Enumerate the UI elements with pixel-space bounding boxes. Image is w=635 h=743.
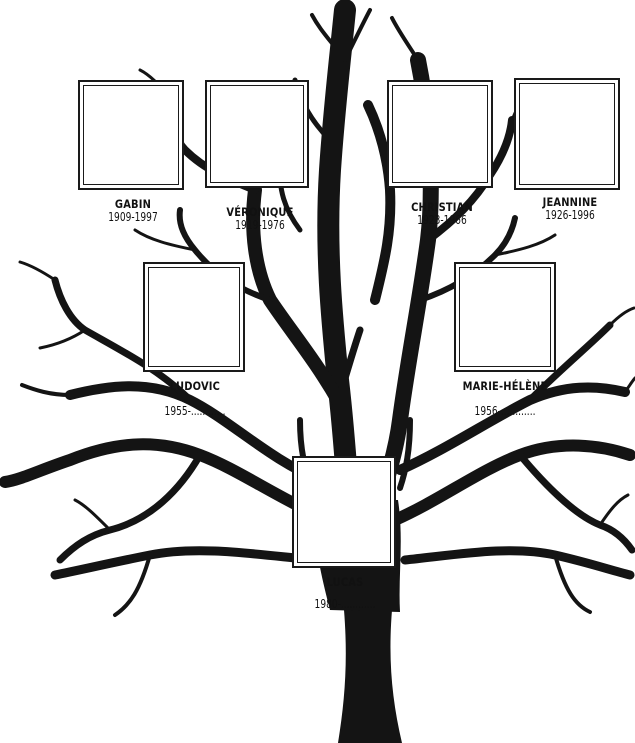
person-label-ludovic: LUDOVIC 1955-............ [140,380,250,419]
photo-frame-christian [387,80,493,188]
person-label-gabin: GABIN 1909-1997 [88,198,178,225]
person-name: MARIE-HÉLÈNE [449,380,561,393]
person-dates: 1956-............ [450,405,559,419]
person-label-marie-helene: MARIE-HÉLÈNE 1956-............ [440,380,570,419]
person-name: LUCAS [298,576,393,589]
photo-frame-gabin [78,80,184,190]
person-dates: 1955-............ [149,405,241,419]
photo-frame-marie-helene [454,262,556,372]
person-label-christian: CHRISTIAN 1923-1966 [392,201,492,228]
photo-frame-lucas [292,456,396,568]
person-dates: 1923-1966 [400,214,484,228]
photo-frame-inner [210,85,304,183]
photo-frame-inner [392,85,488,183]
photo-frame-inner [459,267,551,367]
photo-frame-inner [519,83,615,185]
photo-frame-inner [83,85,179,185]
photo-frame-ludovic [143,262,245,372]
person-dates: 1980-............ [299,598,391,612]
photo-frame-inner [297,461,391,563]
person-label-veronique: VÉRONIQUE 1919-1976 [208,206,312,233]
person-dates: 1926-1996 [528,209,612,223]
photo-frame-inner [148,267,240,367]
person-label-jeannine: JEANNINE 1926-1996 [520,196,620,223]
photo-frame-veronique [205,80,309,188]
photo-frame-jeannine [514,78,620,190]
person-dates: 1919-1976 [216,219,303,233]
person-label-lucas: LUCAS 1980-............ [290,576,400,612]
person-name: LUDOVIC [148,380,243,393]
person-dates: 1909-1997 [95,211,171,225]
